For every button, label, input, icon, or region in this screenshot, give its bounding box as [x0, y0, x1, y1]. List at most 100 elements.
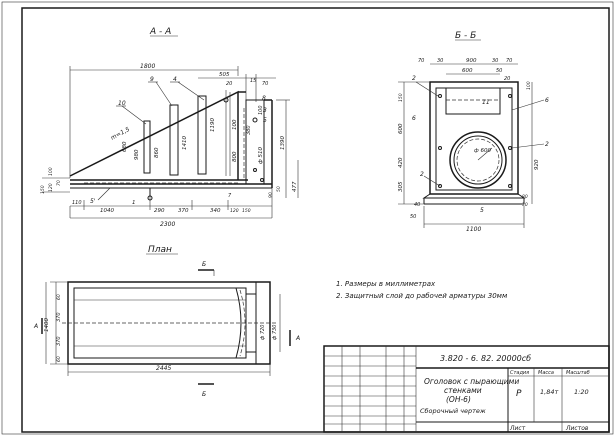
title-block: 3.820 - 6. 82. 20000сб Оголовок с пырающ…: [323, 345, 610, 433]
dim-50: 50: [276, 186, 282, 192]
note-2: 2. Защитный слой до рабочей арматуры 30м…: [336, 292, 508, 300]
bb-leader-11: 11: [482, 99, 490, 106]
bb-dim-50: 50: [496, 68, 502, 74]
bb-dim-100: 100: [526, 81, 532, 90]
dim-120b: 120: [230, 208, 239, 214]
plan-dim-1400: 1400: [44, 318, 50, 332]
dim-70a: 70: [56, 180, 62, 186]
plan-dim-370a: 370: [56, 312, 62, 322]
leader-3: 3: [263, 107, 267, 114]
bb-dim-1100: 1100: [466, 226, 481, 233]
dim-120: 120: [48, 183, 54, 192]
dim-20: 20: [226, 81, 232, 87]
plan-dim-60a: 60: [56, 294, 62, 300]
bb-leader-6a: 6: [412, 115, 416, 122]
bb-leader-2b: 2: [545, 141, 549, 148]
plan-cut-bottom: Б: [202, 391, 206, 398]
dim-340: 340: [210, 208, 221, 214]
dim-100c: 100: [48, 167, 54, 176]
plan-cut-right: А: [295, 335, 300, 342]
bb-leader-2a: 2: [412, 75, 416, 82]
stamp-hdr-scale: Масштаб: [566, 370, 590, 376]
leader-5: 5: [263, 117, 267, 124]
plan-cut-top: Б: [202, 261, 206, 268]
dim-1390: 1390: [280, 136, 286, 150]
bb-dim-phi600: ф 600: [474, 148, 491, 154]
stamp-scale: 1:20: [574, 388, 589, 396]
leader-4: 4: [173, 76, 177, 83]
slope-label: m=1,5: [110, 126, 131, 142]
bb-dim-420: 420: [398, 157, 404, 168]
dim-1040: 1040: [100, 208, 114, 214]
bb-dim-305: 305: [398, 181, 404, 192]
section-aa: А - А 1800 505 20 15 70: [40, 27, 299, 228]
bb-dim-20: 20: [504, 76, 510, 82]
dim-800: 800: [232, 151, 238, 162]
dim-100b: 100: [258, 105, 264, 115]
plan-dim-2445: 2445: [156, 365, 171, 372]
dim-150: 150: [40, 185, 46, 194]
leader-9: 9: [150, 76, 154, 83]
plan-dim-370b: 370: [56, 336, 62, 346]
section-bb-title: Б - Б: [455, 31, 476, 41]
bb-dim-900: 900: [466, 58, 477, 64]
stamp-title-1: Оголовок с пырающими: [424, 377, 519, 386]
leader-8: 8: [262, 95, 266, 102]
plan-dim-phi730: ф 730: [272, 325, 278, 340]
stamp-hdr-stage: Стадия: [510, 370, 529, 376]
dim-477: 477: [292, 181, 298, 192]
plan-view: План Б Б А А 60 370 370 60 1400: [33, 245, 300, 398]
leader-5prime: 5': [90, 198, 96, 205]
dim-380: 380: [246, 125, 252, 135]
plan-dim-60b: 60: [56, 356, 62, 362]
dim-1: 1: [132, 200, 136, 206]
dim-90: 90: [268, 192, 274, 198]
dim-70: 70: [262, 81, 268, 87]
dim-1190: 1190: [210, 118, 216, 132]
bb-dim-40: 40: [414, 202, 420, 208]
dim-phi510: ф 510: [258, 147, 264, 164]
dim-2300: 2300: [160, 221, 175, 228]
bb-dim-30b: 30: [492, 58, 498, 64]
frame-border: [21, 7, 610, 433]
stamp-code: 3.820 - 6. 82. 20000сб: [440, 354, 531, 363]
dim-980: 980: [134, 149, 140, 160]
stamp-title-2: стенками: [444, 386, 482, 395]
bb-dim-70: 70: [418, 58, 424, 64]
dim-860: 860: [154, 147, 160, 158]
bb-dim-30r: 30: [522, 202, 528, 208]
leader-10: 10: [118, 100, 126, 107]
dim-150b: 150: [242, 208, 251, 214]
plan-dim-phi720: ф 720: [260, 325, 266, 340]
bb-dim-70b: 70: [506, 58, 512, 64]
dim-110: 110: [72, 200, 82, 206]
plan-title: План: [148, 245, 172, 255]
stamp-sheets: Листов: [565, 425, 589, 432]
stamp-sheet: Лист: [509, 425, 526, 432]
notes: 1. Размеры в миллиметрах 2. Защитный сло…: [336, 280, 508, 300]
stamp-stage: Р: [516, 389, 522, 399]
bb-dim-920: 920: [534, 159, 540, 170]
dim-505: 505: [219, 72, 230, 78]
dim-680: 680: [122, 141, 128, 152]
bb-leader-6b: 6: [545, 97, 549, 104]
dim-370: 370: [178, 208, 189, 214]
leader-7: 7: [228, 193, 232, 199]
dim-1800: 1800: [140, 63, 155, 70]
bb-dim-80: 80: [522, 194, 528, 200]
plan-cut-left: А: [33, 323, 38, 330]
note-1: 1. Размеры в миллиметрах: [336, 280, 436, 288]
stamp-sub: Сборочный чертеж: [420, 407, 486, 415]
section-aa-title: А - А: [149, 27, 171, 37]
bb-leader-5: 5: [480, 207, 484, 214]
stamp-title-3: (ОН-6): [446, 395, 471, 404]
dim-290: 290: [154, 208, 165, 214]
section-bb: Б - Б 70 30 900 30 70 600 50 20 ф 600: [398, 31, 549, 233]
dim-100a: 100: [232, 119, 238, 130]
dim-1410: 1410: [182, 136, 188, 150]
bb-dim-600: 600: [462, 68, 473, 74]
dim-15: 15: [250, 78, 256, 84]
bb-dim-600l: 600: [398, 123, 404, 134]
